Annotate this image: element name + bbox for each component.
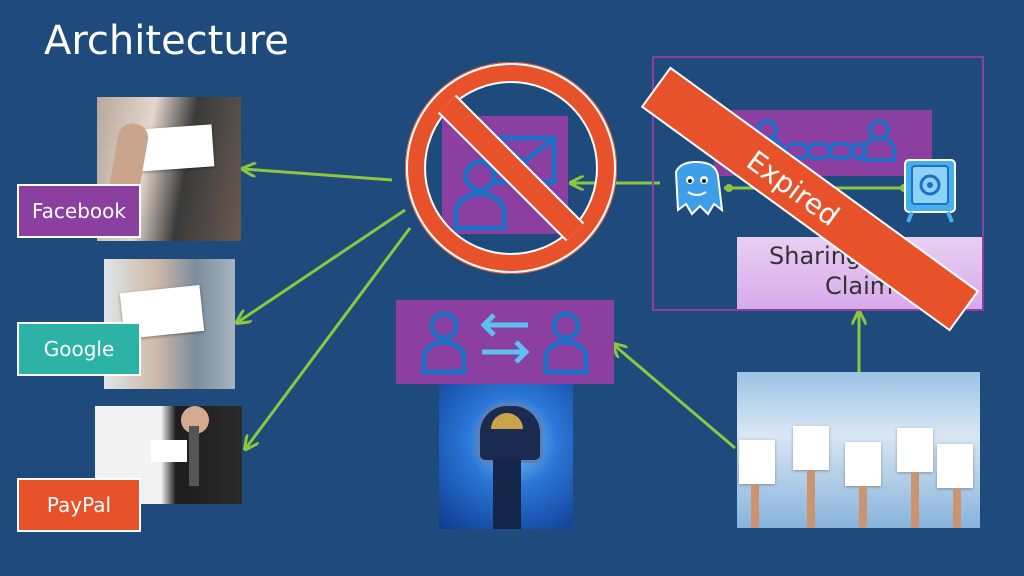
user-exchange-icon	[396, 300, 614, 384]
photo-parking-meter	[439, 383, 573, 529]
provider-label-google: Google	[17, 322, 141, 376]
linked-users-icon	[714, 110, 932, 176]
claim-line-1: Sharing	[769, 242, 862, 270]
user-mail-icon	[442, 116, 568, 234]
sharing-claim-box: Sharing Claim	[737, 237, 983, 311]
photo-sky-signs	[737, 372, 980, 528]
claim-line-2: Claim	[825, 272, 894, 300]
vault-icon	[904, 159, 956, 223]
arrow-to-exchange	[614, 345, 736, 450]
no-entry-icon	[405, 62, 617, 274]
provider-label-facebook: Facebook	[17, 184, 141, 238]
arrow-to-paypal	[246, 227, 412, 448]
slide-title: Architecture	[44, 18, 289, 64]
arrow-to-google	[238, 208, 406, 322]
provider-label-paypal: PayPal	[17, 478, 141, 532]
expired-label: Expired	[740, 144, 845, 233]
blue-monster-icon	[674, 160, 724, 216]
photo-card-holder-3	[95, 406, 242, 504]
arrow-to-facebook	[244, 169, 393, 182]
